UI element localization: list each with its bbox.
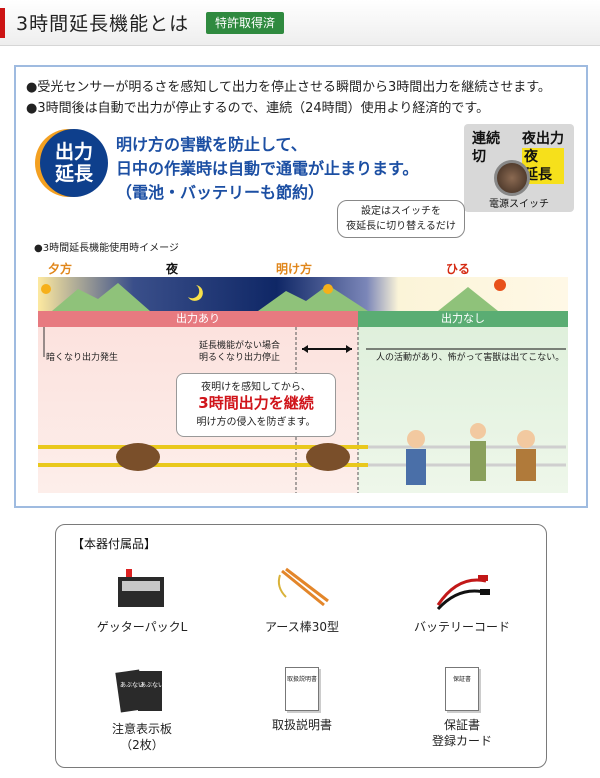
farmer-body-3 (516, 449, 536, 481)
farmer-icon-3 (517, 430, 535, 448)
accessories-box: 【本器付属品】 ゲッターパックL アース棒30型 (55, 524, 547, 768)
sign-text-2: あぶない (140, 682, 164, 689)
extension-arrow-heads (302, 345, 352, 353)
switch-continuous: 連続 (472, 131, 500, 147)
hill-icon (52, 283, 150, 311)
switch-left-label: 連続 切 (472, 130, 500, 166)
warranty-icon: 保証書 (445, 667, 479, 711)
ann-no-ext-line-2: 明るくなり出力停止 (199, 353, 281, 363)
callout-line-2: 夜延長に切り替えるだけ (346, 221, 456, 232)
output-off-bar: 出力なし (358, 311, 568, 327)
accessory-name: ゲッターパックL (96, 620, 188, 634)
warning-sign-icon: あぶない あぶない (112, 667, 172, 715)
battery-pack-icon (112, 565, 172, 613)
accessory-item: あぶない あぶない 注意表示板 （2枚） (62, 667, 222, 753)
accessory-item: 保証書 保証書 登録カード (382, 667, 542, 749)
farmer-icon (407, 430, 425, 448)
accessory-name: 保証書 (443, 718, 480, 732)
switch-right-label: 夜出力 夜 延長 (522, 130, 564, 184)
accessory-item: ゲッターパックL (62, 565, 222, 635)
bullet-1: ●受光センサーが明るさを感知して出力を停止させる瞬間から3時間出力を継続させます… (26, 80, 551, 95)
sun-icon (41, 284, 51, 294)
patent-badge: 特許取得済 (206, 12, 285, 34)
accessory-sub: （2枚） (120, 738, 164, 752)
header-accent-bar (0, 8, 5, 38)
accessory-name: 注意表示板 (111, 722, 172, 736)
accessory-name: バッテリーコード (413, 620, 510, 634)
badge-line-2: 延長 (54, 163, 93, 185)
headline-line-2: 日中の作業時は自動で通電が止まります。 (116, 159, 419, 178)
headline-line-1: 明け方の害獣を防止して、 (116, 135, 307, 154)
bullet-2: ●3時間後は自動で出力が停止するので、連続（24時間）使用より経済的です。 (26, 101, 490, 116)
sign-text: あぶない (120, 682, 144, 689)
accessory-item: アース棒30型 (222, 565, 382, 635)
headline-line-3: （電池・バッテリーも節約） (116, 183, 325, 202)
accessory-name: 取扱説明書 (271, 718, 332, 732)
hill-icon-2 (258, 285, 368, 311)
switch-off: 切 (472, 149, 486, 165)
mid-callout-line-1: 夜明けを感知してから、 (201, 382, 311, 393)
battery-pack-drawing (118, 569, 164, 607)
section-header: 3時間延長機能とは 特許取得済 (0, 0, 600, 46)
accessory-item: バッテリーコード (382, 565, 542, 635)
sun-icon-3 (494, 279, 506, 291)
warranty-cover-text: 保証書 (452, 676, 471, 683)
annotation-dark: 暗くなり出力発生 (46, 353, 119, 363)
manual-icon: 取扱説明書 (285, 667, 319, 711)
farmer-body (406, 449, 426, 485)
annotation-no-extension: 延長機能がない場合 明るくなり出力停止 (199, 340, 280, 364)
mid-callout-line-2: 3時間出力を継続 (198, 394, 314, 412)
switch-knob-icon (494, 160, 530, 196)
accessories-title: 【本器付属品】 (72, 537, 157, 551)
boar-icon (116, 443, 160, 471)
ann-no-ext-line-1: 延長機能がない場合 (199, 341, 281, 351)
ground-rod-icon (272, 565, 332, 613)
time-dawn: 明け方 (276, 262, 313, 276)
power-switch-illustration: 連続 切 夜出力 夜 延長 電源スイッチ (464, 124, 574, 212)
ground-rod-drawing (277, 567, 329, 607)
callout-line-1: 設定はスイッチを (361, 206, 441, 217)
section-title: 3時間延長機能とは (16, 13, 190, 35)
switch-extend: 延長 (522, 166, 564, 184)
extension-info-panel: ●受光センサーが明るさを感知して出力を停止させる瞬間から3時間出力を継続させます… (14, 65, 588, 508)
timeline-arrows (38, 327, 566, 493)
switch-callout: 設定はスイッチを 夜延長に切り替えるだけ (337, 200, 465, 238)
battery-cord-drawing (436, 575, 490, 611)
moon-icon (188, 285, 203, 301)
sun-icon-2 (323, 284, 333, 294)
farmer-body-2 (470, 441, 486, 481)
time-night: 夜 (166, 262, 179, 276)
output-on-bar: 出力あり (38, 311, 358, 327)
image-caption: ●3時間延長機能使用時イメージ (34, 243, 179, 254)
farmer-icon-2 (470, 423, 486, 439)
switch-caption: 電源スイッチ (489, 199, 549, 210)
manual-cover-text: 取扱説明書 (286, 676, 317, 683)
accessory-sub: 登録カード (431, 734, 492, 748)
time-dusk: 夕方 (48, 262, 73, 276)
annotation-people: 人の活動があり、怖がって害獣は出てこない。 (376, 353, 565, 363)
landscape-icons (41, 279, 506, 311)
warning-sign-drawing: あぶない あぶない (115, 669, 164, 713)
mid-callout-line-3: 明け方の侵入を防ぎます。 (196, 417, 316, 428)
boar-icon-2 (306, 443, 350, 471)
hill-icon-3 (438, 287, 498, 311)
accessory-item: 取扱説明書 取扱説明書 (222, 667, 382, 733)
headline: 明け方の害獣を防止して、 日中の作業時は自動で通電が止まります。 （電池・バッテ… (116, 133, 418, 205)
extension-callout: 夜明けを感知してから、 3時間出力を継続 明け方の侵入を防ぎます。 (176, 373, 336, 437)
accessory-name: アース棒30型 (265, 620, 339, 634)
time-day: ひる (446, 262, 471, 276)
output-extension-badge: 出力 延長 (40, 129, 108, 197)
switch-night: 夜 (522, 148, 564, 166)
switch-night-output: 夜出力 (522, 131, 564, 147)
battery-cord-icon (432, 565, 492, 613)
badge-line-1: 出力 (54, 141, 93, 163)
